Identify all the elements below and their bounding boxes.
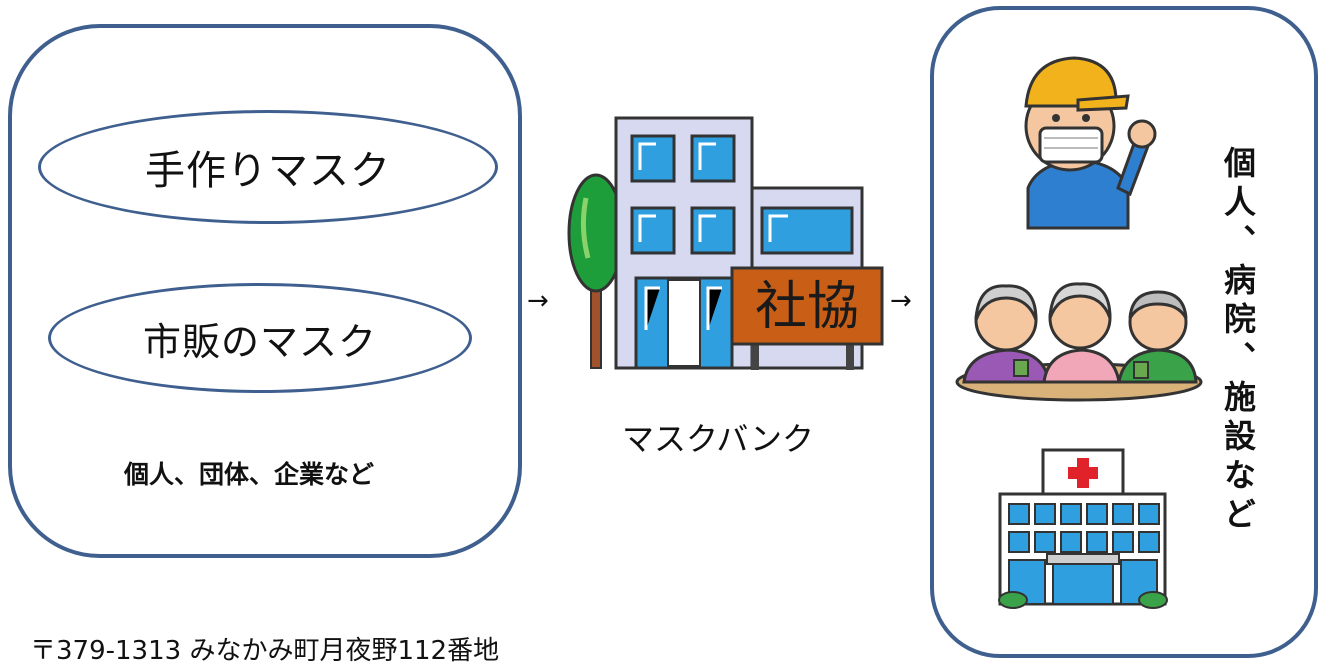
masked-person-illustration	[1024, 56, 1157, 230]
recipients-caption: 個人、病院、施設など	[1219, 146, 1257, 536]
commercial-mask-ellipse: 市販のマスク	[48, 283, 472, 393]
bank-sign-text: 社協	[755, 277, 859, 337]
providers-caption: 個人、団体、企業など	[124, 460, 375, 489]
arrow-to-recipients: →	[890, 286, 912, 316]
social-welfare-building-illustration: 社協	[567, 116, 884, 370]
address-text: 〒379-1313 みなかみ町月夜野112番地	[30, 636, 500, 666]
elderly-people-illustration	[955, 282, 1203, 402]
commercial-mask-label: 市販のマスク	[142, 319, 377, 364]
hospital-illustration	[998, 448, 1168, 609]
mask-bank-caption: マスクバンク	[622, 420, 815, 458]
arrow-to-bank: →	[527, 286, 549, 316]
handmade-mask-ellipse: 手作りマスク	[38, 110, 498, 224]
handmade-mask-label: 手作りマスク	[145, 148, 391, 194]
